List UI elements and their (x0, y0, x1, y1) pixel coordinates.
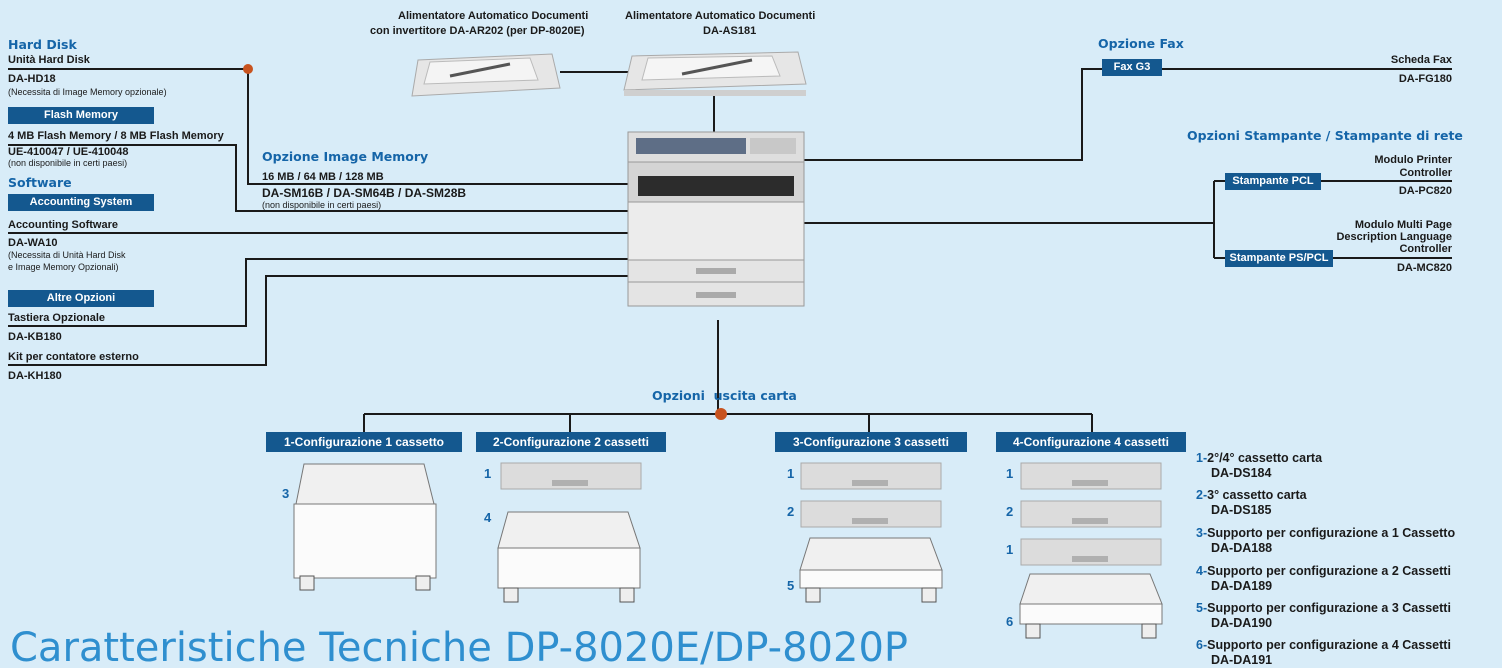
cassette-image (800, 462, 942, 490)
marker-1: 1 (1006, 542, 1014, 557)
pcl-model: DA-PC820 (1398, 185, 1452, 197)
pcl-printer-bar: Stampante PCL (1225, 173, 1321, 190)
ps-model: DA-MC820 (1396, 262, 1452, 274)
adf-reversing-image (411, 53, 561, 97)
cassette-image (1020, 462, 1162, 490)
marker-6: 6 (1006, 614, 1014, 629)
flash-note: (non disponibile in certi paesi) (8, 158, 128, 168)
hdd-model: DA-HD18 (8, 73, 56, 85)
cassette-image (800, 500, 942, 528)
legend-item: 4-Supporto per configurazione a 2 Casset… (1196, 564, 1451, 593)
pcl-name-1: Modulo Printer (1374, 154, 1452, 166)
stand-2-cassette-image (497, 511, 641, 603)
paper-output-heading: Opzioni uscita carta (652, 388, 797, 403)
adf-image (623, 51, 807, 96)
flash-memory-bar: Flash Memory (8, 107, 154, 124)
counter-kit-model: DA-KH180 (8, 370, 62, 382)
accounting-model: DA-WA10 (8, 237, 58, 249)
image-memory-note: (non disponibile in certi paesi) (262, 200, 382, 210)
cassette-image (1020, 538, 1162, 566)
ps-name-2: Description Language (1336, 231, 1452, 243)
keyboard-name: Tastiera Opzionale (8, 312, 105, 324)
fax-g3-bar: Fax G3 (1102, 59, 1162, 76)
config-4-bar: 4-Configurazione 4 cassetti (996, 432, 1186, 452)
pcl-name-2: Controller (1399, 167, 1452, 179)
legend-item: 5-Supporto per configurazione a 3 Casset… (1196, 601, 1451, 630)
other-options-bar: Altre Opzioni (8, 290, 154, 307)
marker-2: 2 (787, 504, 795, 519)
fax-heading: Opzione Fax (1098, 36, 1184, 51)
paper-junction-node (715, 408, 727, 420)
counter-kit-name: Kit per contatore esterno (8, 351, 139, 363)
accounting-note-2: e Image Memory Opzionali) (8, 262, 119, 272)
marker-5: 5 (787, 578, 795, 593)
marker-1: 1 (787, 466, 795, 481)
cassette-image (1020, 500, 1162, 528)
adf-right-name: Alimentatore Automatico Documenti (625, 10, 816, 22)
ps-pcl-printer-bar: Stampante PS/PCL (1225, 250, 1333, 267)
accounting-system-bar: Accounting System (8, 194, 154, 211)
printer-heading: Opzioni Stampante / Stampante di rete (1187, 128, 1463, 143)
stand-3-cassette-image (799, 537, 943, 603)
image-memory-models: DA-SM16B / DA-SM64B / DA-SM28B (262, 186, 467, 200)
marker-2: 2 (1006, 504, 1014, 519)
config-1-bar: 1-Configurazione 1 cassetto (266, 432, 462, 452)
adf-right-model: DA-AS181 (703, 25, 757, 37)
fax-card-model: DA-FG180 (1398, 73, 1452, 85)
marker-4: 4 (484, 510, 492, 525)
hard-disk-heading: Hard Disk (8, 37, 77, 52)
config-3-bar: 3-Configurazione 3 cassetti (775, 432, 967, 452)
config-2-bar: 2-Configurazione 2 cassetti (476, 432, 666, 452)
cassette-image (500, 462, 642, 490)
marker-3: 3 (282, 486, 290, 501)
hdd-note: (Necessita di Image Memory opzionale) (8, 87, 167, 97)
accounting-name: Accounting Software (8, 219, 119, 231)
image-memory-heading: Opzione Image Memory (262, 149, 429, 164)
hdd-name: Unità Hard Disk (8, 54, 90, 66)
software-heading: Software (8, 175, 72, 190)
accounting-note-1: (Necessita di Unità Hard Disk (8, 250, 126, 260)
marker-1: 1 (484, 466, 492, 481)
stand-1-cassette-image (293, 463, 437, 591)
image-memory-sizes: 16 MB / 64 MB / 128 MB (262, 171, 384, 183)
ps-name-1: Modulo Multi Page (1354, 219, 1452, 231)
marker-1: 1 (1006, 466, 1014, 481)
ps-name-3: Controller (1399, 243, 1452, 255)
adf-left-name: Alimentatore Automatico Documenti (398, 10, 589, 22)
flash-name: 4 MB Flash Memory / 8 MB Flash Memory (8, 130, 224, 142)
fax-card-name: Scheda Fax (1390, 54, 1452, 66)
legend-item: 6-Supporto per configurazione a 4 Casset… (1196, 638, 1451, 667)
flash-model: UE-410047 / UE-410048 (8, 146, 129, 158)
adf-left-model: con invertitore DA-AR202 (per DP-8020E) (370, 25, 585, 37)
stand-4-cassette-image (1019, 573, 1163, 639)
copier-image (627, 131, 805, 307)
hdd-junction-node (243, 64, 253, 74)
page-title: Caratteristiche Tecniche DP-8020E/DP-802… (10, 625, 909, 668)
legend-item: 3-Supporto per configurazione a 1 Casset… (1196, 526, 1456, 555)
keyboard-model: DA-KB180 (8, 331, 62, 343)
